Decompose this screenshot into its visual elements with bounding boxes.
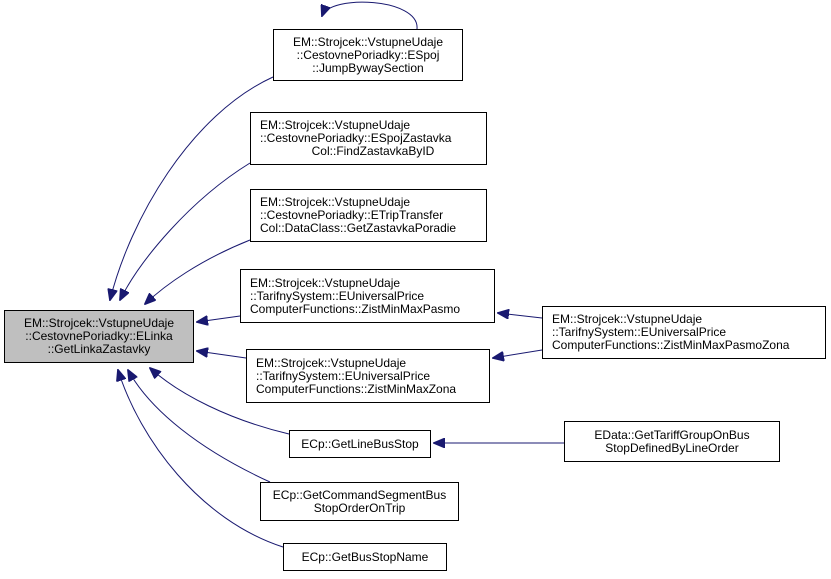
node-line: ::TarifnySystem::EUniversalPrice [256, 368, 431, 383]
edge-pasmo-main [197, 315, 241, 322]
node-line: ::TarifnySystem::EUniversalPrice [250, 288, 425, 303]
node-line: EM::Strojcek::VstupneUdaje [292, 34, 444, 49]
edge-pasmozona-pasmo [498, 313, 543, 318]
node-jump-byway-section[interactable]: EM::Strojcek::VstupneUdaje ::CestovnePor… [273, 29, 463, 81]
node-get-linka-zastavky[interactable]: EM::Strojcek::VstupneUdaje ::CestovnePor… [4, 310, 194, 363]
node-line: ::CestovnePoriadky::ESpoj [296, 47, 440, 62]
edge-jump-self [322, 1, 418, 30]
node-line: StopOrderOnTrip [313, 500, 406, 515]
node-line: ComputerFunctions::ZistMinMaxPasmo [250, 301, 461, 316]
node-line: ComputerFunctions::ZistMinMaxPasmoZona [552, 338, 790, 352]
node-line: ECp::GetBusStopName [301, 549, 429, 564]
node-line: Col::FindZastavkaByID [311, 144, 435, 158]
node-line: EData::GetTariffGroupOnBus [594, 427, 750, 442]
node-line: StopDefinedByLineOrder [605, 440, 739, 455]
node-get-line-bus-stop[interactable]: ECp::GetLineBusStop [289, 430, 431, 458]
node-get-bus-stop-name[interactable]: ECp::GetBusStopName [283, 543, 447, 571]
node-find-zastavka-by-id[interactable]: EM::Strojcek::VstupneUdaje ::CestovnePor… [250, 112, 487, 165]
edge-busname-main [118, 370, 284, 548]
node-zist-min-max-zona[interactable]: EM::Strojcek::VstupneUdaje ::TarifnySyst… [246, 349, 490, 403]
node-get-zastavka-poradie[interactable]: EM::Strojcek::VstupneUdaje ::CestovnePor… [250, 189, 487, 242]
edge-find-main [120, 162, 251, 300]
node-line: Col::DataClass::GetZastavkaPoradie [260, 221, 457, 235]
node-line: ECp::GetCommandSegmentBus [272, 487, 447, 502]
edge-command-main [128, 370, 271, 483]
node-edata-get-tariff-group[interactable]: EData::GetTariffGroupOnBus StopDefinedBy… [564, 421, 780, 462]
node-line: ::TarifnySystem::EUniversalPrice [552, 325, 727, 339]
node-line: ::GetLinkaZastavky [47, 342, 151, 356]
node-line: ::CestovnePoriadky::ESpojZastavka [260, 131, 452, 145]
node-get-command-segment-bus-stop-order-on-trip[interactable]: ECp::GetCommandSegmentBus StopOrderOnTri… [260, 482, 459, 521]
node-line: ECp::GetLineBusStop [301, 436, 419, 451]
node-line: EM::Strojcek::VstupneUdaje [552, 312, 703, 326]
node-line: EM::Strojcek::VstupneUdaje [260, 195, 411, 209]
node-line: ::CestovnePoriadky::ELinka [25, 329, 173, 343]
node-line: ::JumpBywaySection [312, 60, 424, 75]
edge-poradie-main [145, 239, 251, 304]
edge-jump-main [110, 76, 274, 300]
node-line: ComputerFunctions::ZistMinMaxZona [256, 381, 457, 396]
node-line: EM::Strojcek::VstupneUdaje [250, 275, 401, 290]
edge-pasmozona-zona [493, 349, 543, 358]
node-line: EM::Strojcek::VstupneUdaje [256, 355, 407, 370]
node-line: ::CestovnePoriadky::ETripTransfer [260, 208, 444, 222]
node-line: EM::Strojcek::VstupneUdaje [260, 118, 411, 132]
node-zist-min-max-pasmo-zona[interactable]: EM::Strojcek::VstupneUdaje ::TarifnySyst… [542, 306, 826, 359]
node-line: EM::Strojcek::VstupneUdaje [23, 316, 175, 330]
edge-zona-main [197, 351, 247, 359]
node-zist-min-max-pasmo[interactable]: EM::Strojcek::VstupneUdaje ::TarifnySyst… [240, 269, 495, 323]
edge-linebus-main [150, 368, 290, 435]
